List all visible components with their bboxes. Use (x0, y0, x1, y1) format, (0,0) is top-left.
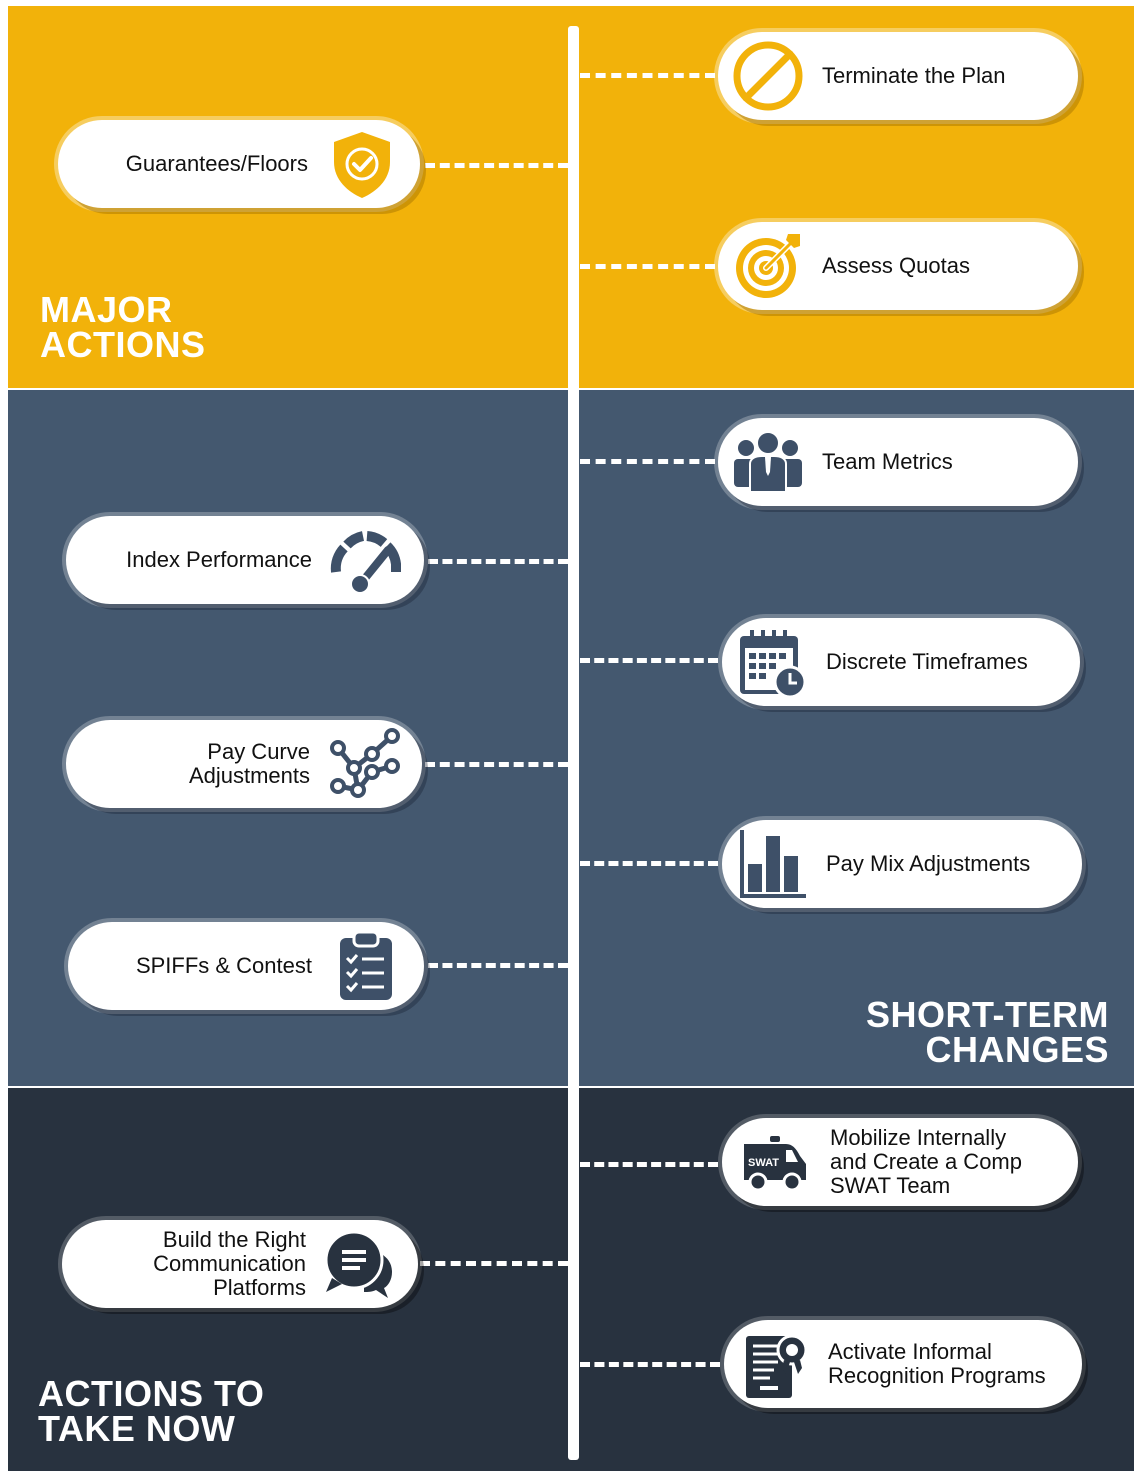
spiffs-contest-item[interactable]: SPIFFs & Contest (68, 922, 424, 1010)
index-performance-item[interactable]: Index Performance (66, 516, 424, 604)
guarantees-floors-item[interactable]: Guarantees/Floors (58, 120, 420, 208)
mobilize-internally-label: Mobilize Internally and Create a Comp SW… (830, 1125, 1022, 1198)
swat-van-icon: SWAT (744, 1136, 806, 1192)
shield-check-icon (334, 132, 390, 198)
discrete-timeframes-label: Discrete Timeframes (826, 649, 1028, 674)
discrete-timeframes-item[interactable]: Discrete Timeframes (722, 618, 1080, 706)
connector-pay-mix (580, 861, 718, 871)
gauge-icon (330, 531, 401, 594)
connector-spiffs (428, 963, 568, 973)
swat-van-text: SWAT (748, 1157, 779, 1169)
prohibited-icon (733, 41, 803, 111)
target-icon (736, 234, 800, 298)
connector-assess-quotas (580, 264, 715, 274)
curve-nodes-icon (330, 728, 400, 798)
certificate-icon (746, 1334, 808, 1398)
connector-team-metrics (580, 459, 715, 469)
chat-bubbles-icon (324, 1230, 392, 1298)
team-metrics-label: Team Metrics (822, 449, 953, 474)
team-icon (734, 431, 802, 493)
pay-mix-adjustments-item[interactable]: Pay Mix Adjustments (722, 820, 1082, 908)
terminate-the-plan-item[interactable]: Terminate the Plan (718, 32, 1078, 120)
guarantees-floors-label: Guarantees/Floors (125, 151, 308, 176)
actions-to-take-now-title: ACTIONS TO TAKE NOW (38, 1373, 265, 1449)
calendar-clock-icon (740, 630, 807, 698)
recognition-programs-item[interactable]: Activate Informal Recognition Programs (724, 1320, 1082, 1408)
connector-discrete-timeframes (580, 658, 718, 668)
assess-quotas-item[interactable]: Assess Quotas (718, 222, 1078, 310)
bar-chart-icon (740, 830, 806, 898)
major-actions-title: MAJOR ACTIONS (40, 289, 206, 365)
pay-curve-adjustments-label: Pay Curve Adjustments (188, 739, 310, 788)
communication-platforms-item[interactable]: Build the Right Communication Platforms (62, 1220, 418, 1308)
pay-curve-adjustments-item[interactable]: Pay Curve Adjustments (66, 720, 422, 808)
team-metrics-item[interactable]: Team Metrics (718, 418, 1078, 506)
connector-pay-curve (425, 762, 568, 772)
mobilize-internally-item[interactable]: SWAT Mobilize Internally and Create a Co… (722, 1118, 1078, 1206)
assess-quotas-label: Assess Quotas (822, 253, 970, 278)
terminate-the-plan-label: Terminate the Plan (822, 63, 1006, 88)
communication-platforms-label: Build the Right Communication Platforms (153, 1227, 306, 1300)
connector-guarantees (425, 163, 568, 173)
short-term-changes-title: SHORT-TERM CHANGES (866, 994, 1109, 1070)
pay-mix-adjustments-label: Pay Mix Adjustments (826, 851, 1031, 876)
index-performance-label: Index Performance (126, 547, 312, 572)
clipboard-checklist-icon (340, 930, 392, 1000)
connector-index-performance (428, 559, 568, 569)
connector-mobilize (580, 1162, 718, 1172)
spiffs-contest-label: SPIFFs & Contest (135, 953, 312, 978)
connector-recognition (580, 1362, 720, 1372)
connector-communication (420, 1261, 568, 1271)
connector-terminate (580, 73, 715, 83)
recognition-programs-label: Activate Informal Recognition Programs (828, 1339, 1046, 1388)
timeline-spine (568, 26, 579, 1460)
